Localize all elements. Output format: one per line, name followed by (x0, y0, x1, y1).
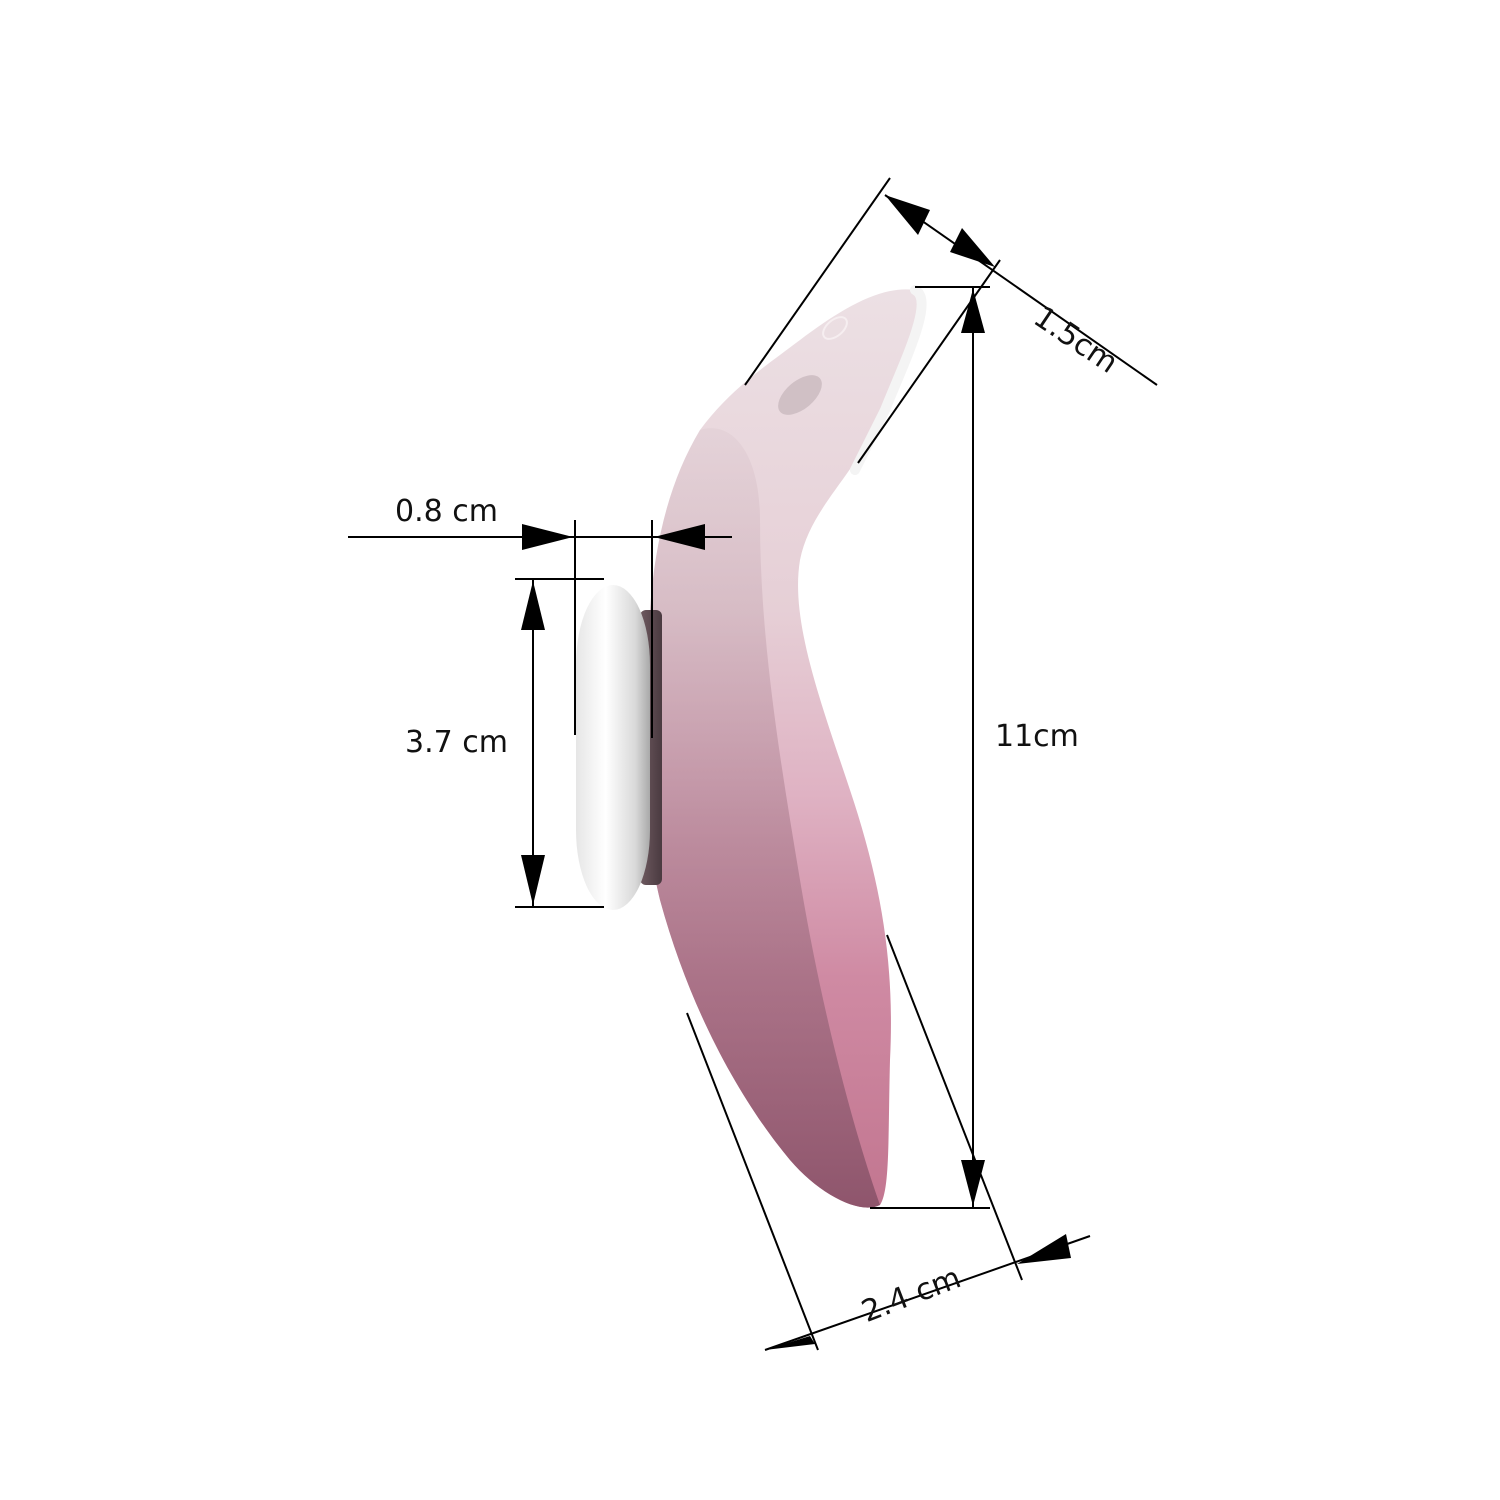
product-body (645, 285, 927, 1208)
button-recess (778, 375, 822, 415)
dimension-tip-thickness (744, 177, 1158, 464)
clip-disc (576, 585, 650, 910)
logo-mark (822, 316, 848, 340)
label-total-length: 11cm (995, 719, 1079, 754)
label-clip-diameter: 3.7 cm (405, 725, 508, 760)
dimension-clip-diameter (515, 578, 604, 908)
dimension-clip-gap (348, 520, 732, 738)
magnetic-clip (576, 585, 662, 910)
label-clip-gap: 0.8 cm (395, 494, 498, 529)
dimension-base-width (686, 934, 1091, 1351)
device-shading (645, 428, 880, 1208)
